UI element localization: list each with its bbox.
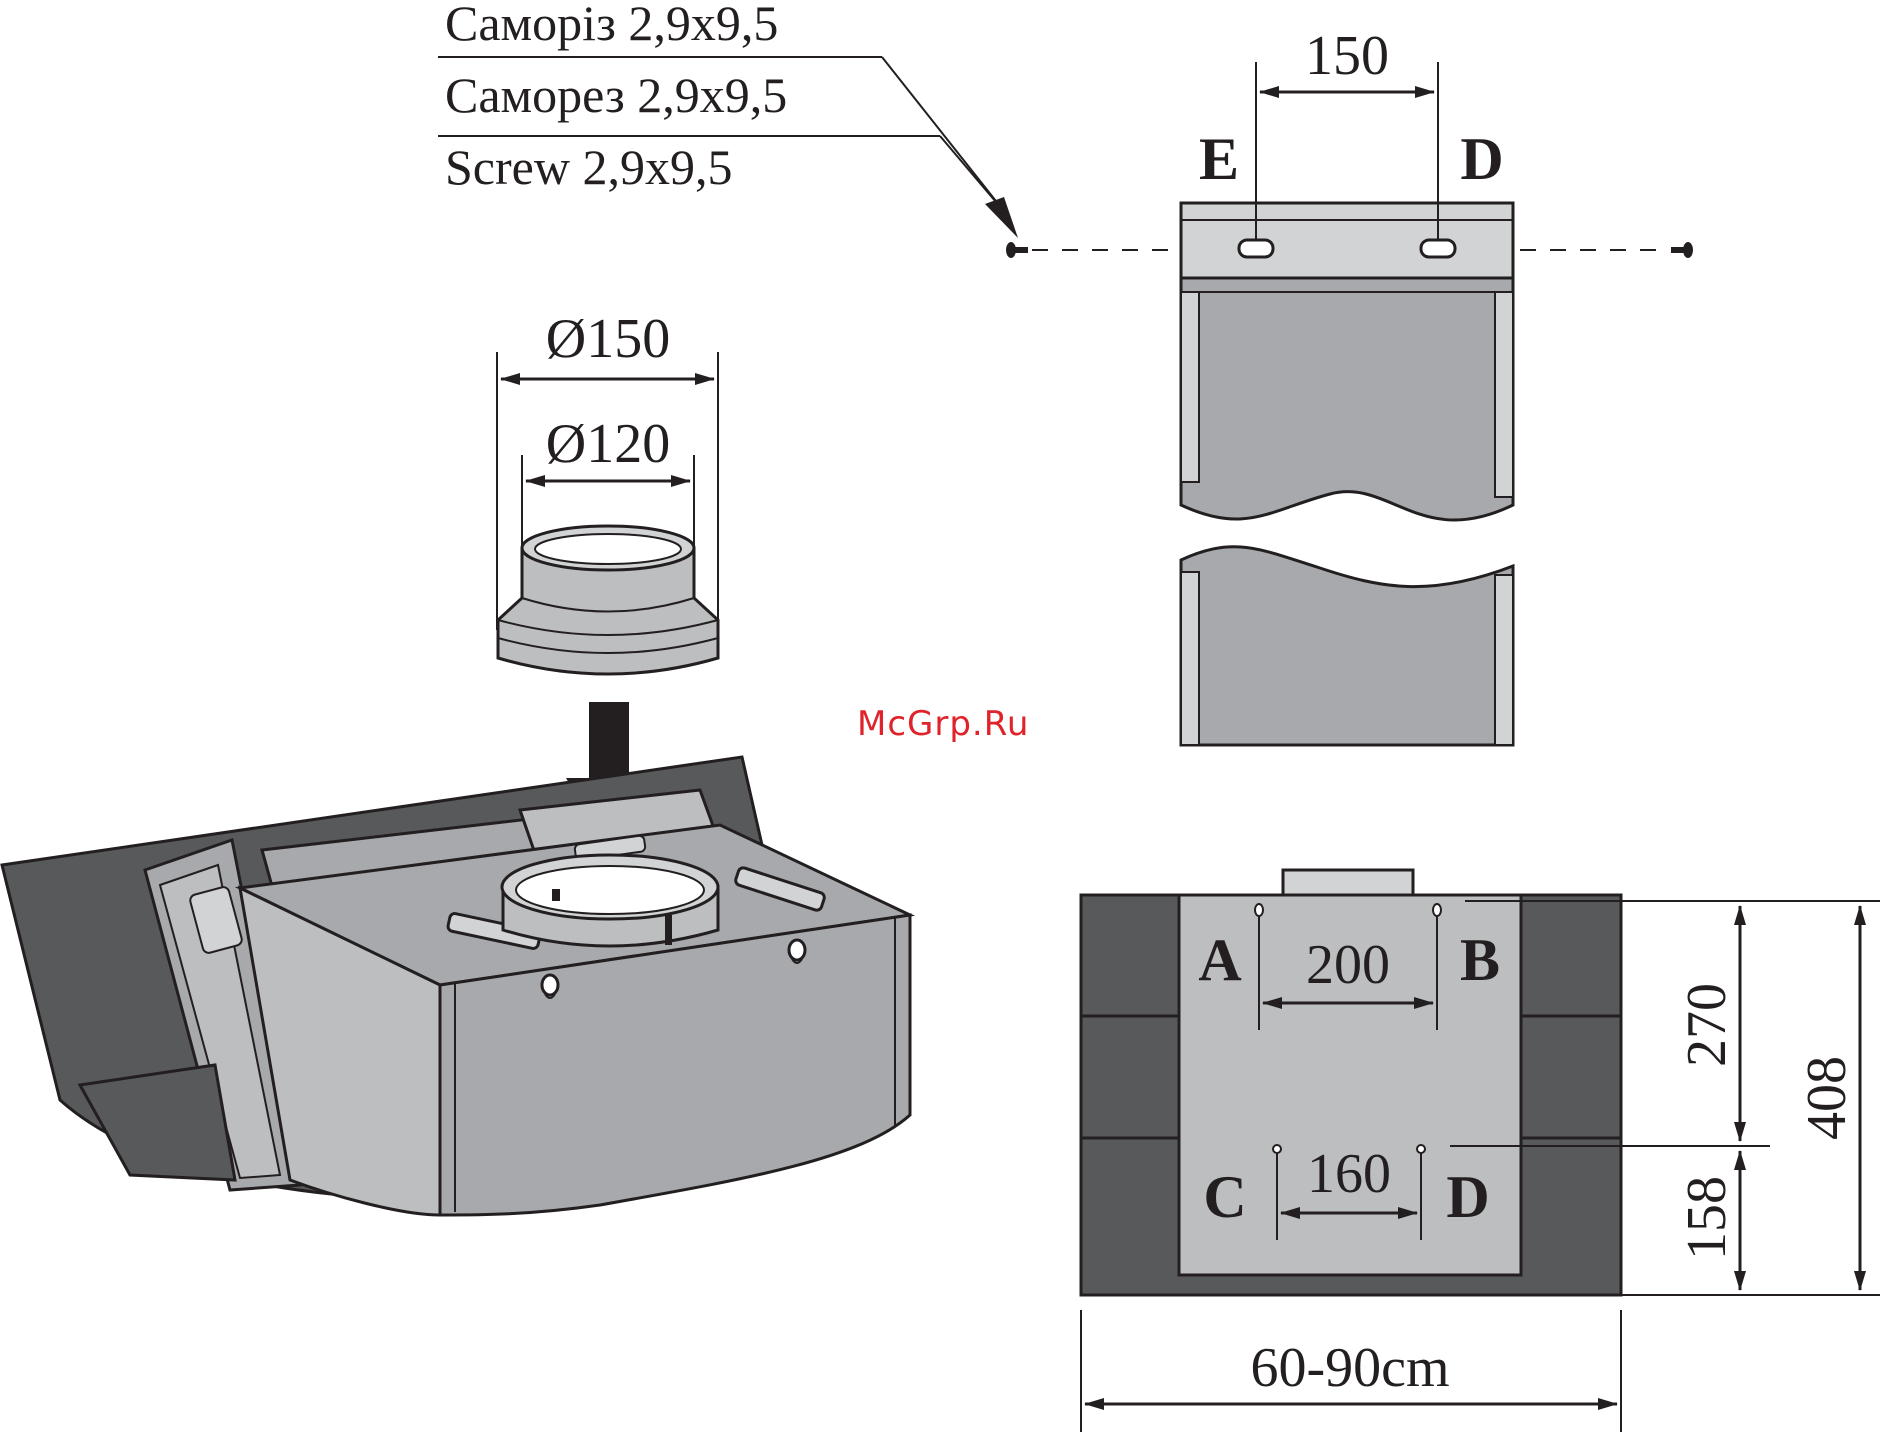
screw-left-icon [1006,242,1028,258]
hole-b-icon [1433,904,1441,916]
screw-label-ua: Саморіз 2,9x9,5 [445,0,778,51]
hood-keyhole-left-icon [542,975,558,998]
adapter-illustration: Ø150 Ø120 [497,308,718,674]
screw-label-ru: Саморез 2,9x9,5 [445,67,787,123]
height-total-label: 408 [1796,1056,1858,1140]
duct-illustration: 150 E D [1181,25,1513,745]
point-b-label: B [1460,927,1500,993]
hole-c-icon [1273,1145,1281,1153]
hood-keyhole-right-icon [789,940,805,963]
screw-callout: Саморіз 2,9x9,5 Саморез 2,9x9,5 Screw 2,… [438,0,1018,238]
hood-illustration [2,757,910,1215]
height-lower-label: 158 [1676,1176,1738,1260]
spacing-bottom-label: 160 [1307,1143,1391,1205]
height-upper-label: 270 [1676,983,1738,1067]
mounting-plate-illustration: 200 160 A B C D 270 158 408 60-90cm [1081,870,1880,1432]
watermark: McGrp.Ru [857,704,1029,744]
hole-a-icon [1255,904,1263,916]
width-label: 60-90cm [1250,1337,1449,1399]
point-a-label: A [1198,927,1241,993]
slot-d-icon [1421,240,1455,257]
screw-label-en: Screw 2,9x9,5 [445,139,732,195]
duct-spacing-label: 150 [1305,25,1389,87]
slot-e-icon [1239,240,1273,257]
point-e-label: E [1199,126,1239,192]
point-d-label: D [1446,1164,1489,1230]
outer-diameter-label: Ø150 [546,308,670,370]
spacing-top-label: 200 [1306,934,1390,996]
point-d-top-label: D [1460,126,1503,192]
hole-d-icon [1417,1145,1425,1153]
inner-diameter-label: Ø120 [546,413,670,475]
point-c-label: C [1203,1164,1246,1230]
screw-right-icon [1671,242,1693,258]
